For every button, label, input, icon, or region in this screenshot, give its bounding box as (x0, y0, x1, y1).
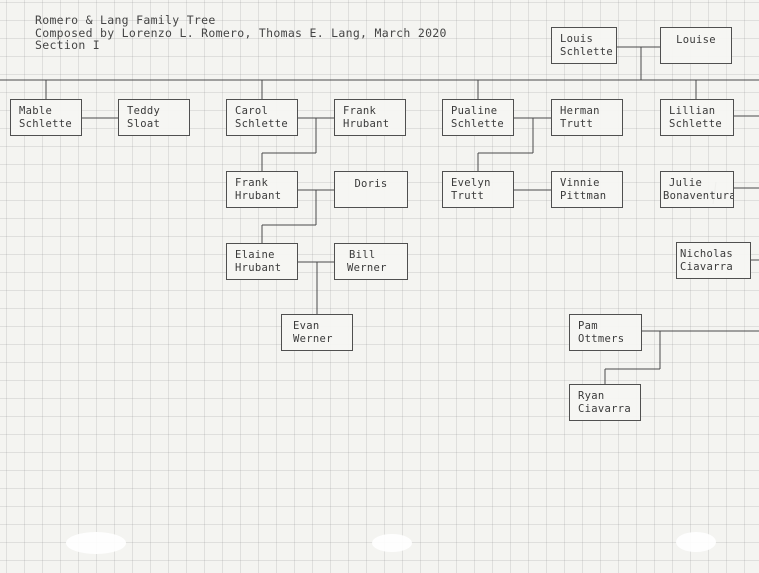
tree-authors: Composed by Lorenzo L. Romero, Thomas E.… (35, 25, 447, 40)
paper-smudge (676, 532, 716, 552)
last-name: Hrubant (235, 261, 282, 274)
person-bill-werner[interactable]: Bill Werner (334, 243, 408, 280)
person-louis-schlette[interactable]: Louis Schlette (551, 27, 617, 64)
person-frank-hrubant-sr[interactable]: Frank Hrubant (334, 99, 406, 136)
last-name: Schlette (560, 45, 613, 58)
first-name: Teddy (127, 105, 161, 117)
last-name: Ciavarra (578, 402, 631, 415)
person-teddy-sloat[interactable]: Teddy Sloat (118, 99, 190, 136)
first-name: Frank (343, 105, 377, 117)
person-mable-schlette[interactable]: Mable Schlette (10, 99, 82, 136)
first-name: Mable (19, 105, 53, 117)
first-name: Herman (560, 105, 600, 117)
first-name: Lillian (669, 105, 716, 117)
person-nicholas-ciavarra[interactable]: Nicholas Ciavarra (676, 242, 751, 279)
last-name: Sloat (127, 117, 161, 130)
person-doris[interactable]: Doris (334, 171, 408, 208)
last-name: Werner (347, 261, 387, 274)
last-name: Hrubant (235, 189, 282, 202)
person-herman-trutt[interactable]: Herman Trutt (551, 99, 623, 136)
last-name: Ottmers (578, 332, 625, 345)
last-name: Schlette (235, 117, 288, 130)
last-name: Trutt (560, 117, 594, 130)
person-evelyn-trutt[interactable]: Evelyn Trutt (442, 171, 514, 208)
tree-section: Section I (35, 38, 101, 52)
person-julie-bonaventura[interactable]: Julie Bonaventura (660, 171, 734, 208)
first-name: Pualine (451, 105, 498, 117)
person-pam-ottmers[interactable]: Pam Ottmers (569, 314, 642, 351)
person-frank-hrubant-jr[interactable]: Frank Hrubant (226, 171, 298, 208)
person-elaine-hrubant[interactable]: Elaine Hrubant (226, 243, 298, 280)
paper-smudge (66, 532, 126, 554)
last-name: Werner (293, 332, 333, 345)
last-name: Hrubant (343, 117, 390, 130)
last-name: Ciavarra (680, 260, 733, 273)
person-louise[interactable]: Louise (660, 27, 732, 64)
last-name: Pittman (560, 189, 607, 202)
tree-header: Romero & Lang Family Tree Composed by Lo… (35, 14, 447, 52)
first-name: Pam (578, 320, 598, 332)
first-name: Louis (560, 33, 594, 45)
person-lillian-schlette[interactable]: Lillian Schlette (660, 99, 734, 136)
person-vinnie-pittman[interactable]: Vinnie Pittman (551, 171, 623, 208)
last-name: Bonaventura (663, 189, 734, 202)
first-name: Frank (235, 177, 269, 189)
paper-smudge (372, 534, 412, 552)
first-name: Ryan (578, 390, 605, 402)
person-ryan-ciavarra[interactable]: Ryan Ciavarra (569, 384, 641, 421)
first-name: Evan (293, 320, 320, 332)
first-name: Doris (354, 178, 388, 190)
last-name: Schlette (19, 117, 72, 130)
person-evan-werner[interactable]: Evan Werner (281, 314, 353, 351)
last-name: Trutt (451, 189, 485, 202)
last-name: Schlette (451, 117, 504, 130)
tree-title: Romero & Lang Family Tree (35, 13, 216, 27)
first-name: Carol (235, 105, 269, 117)
first-name: Louise (676, 34, 716, 46)
first-name: Julie (669, 177, 703, 189)
first-name: Elaine (235, 249, 275, 261)
first-name: Vinnie (560, 177, 600, 189)
first-name: Nicholas (680, 248, 733, 260)
last-name: Schlette (669, 117, 722, 130)
person-carol-schlette[interactable]: Carol Schlette (226, 99, 298, 136)
first-name: Bill (349, 249, 376, 261)
first-name: Evelyn (451, 177, 491, 189)
person-pualine-schlette[interactable]: Pualine Schlette (442, 99, 514, 136)
